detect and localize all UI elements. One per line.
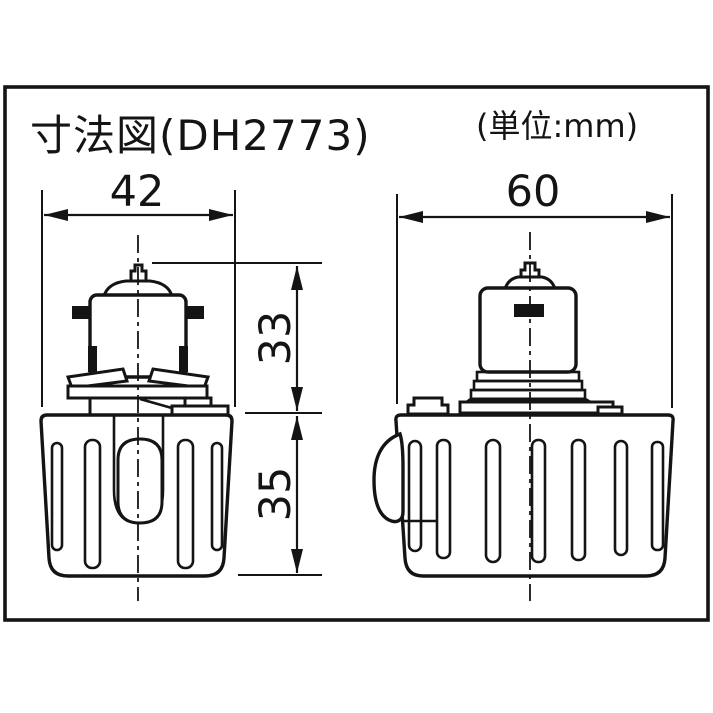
left-view-slot-1 xyxy=(50,441,64,552)
dim-42-arrow-left xyxy=(44,209,68,221)
left-view-lower-mark-right xyxy=(179,346,188,372)
dim-42-value: 42 xyxy=(110,167,165,217)
left-view-capsule-window xyxy=(116,437,164,525)
left-view xyxy=(39,235,234,601)
left-view-wing-left xyxy=(65,367,130,390)
left-view-slot-4 xyxy=(210,441,224,552)
right-view-hook xyxy=(372,431,405,524)
dim-33-arrow-top xyxy=(291,266,303,290)
right-view-dome xyxy=(502,275,558,291)
right-view-base-tab-right xyxy=(596,405,624,416)
right-view-base-tab-left xyxy=(406,396,450,416)
right-view-slot-2 xyxy=(435,438,452,560)
right-view-slot-4 xyxy=(530,438,547,564)
dimension-33: 33 xyxy=(152,262,322,414)
dimension-42: 42 xyxy=(41,167,236,407)
right-view-base-plate xyxy=(458,400,615,415)
dim-60-arrow-left xyxy=(399,211,423,223)
left-view-slot-2 xyxy=(83,438,102,570)
dim-33-value: 33 xyxy=(251,311,301,366)
left-view-side-tab-right xyxy=(185,306,204,319)
right-view-shade xyxy=(394,413,675,578)
right-view-slot-5 xyxy=(570,438,587,562)
left-view-side-tab-left xyxy=(72,306,91,319)
dimension-60: 60 xyxy=(396,167,673,408)
right-view xyxy=(372,232,675,601)
dim-33-arrow-bottom xyxy=(291,387,303,411)
left-view-lower-mark-left xyxy=(88,346,97,372)
unit-label: (単位:mm) xyxy=(476,107,638,145)
right-view-body xyxy=(478,286,578,374)
dim-60-value: 60 xyxy=(506,167,561,217)
dim-60-arrow-right xyxy=(646,211,670,223)
right-view-slot-3 xyxy=(484,438,502,564)
dim-42-arrow-right xyxy=(209,209,233,221)
left-view-wing-right xyxy=(146,367,211,390)
left-view-slot-3 xyxy=(176,438,195,570)
left-view-dome xyxy=(101,279,175,298)
dimension-35: 35 xyxy=(238,416,322,576)
right-view-slot-6 xyxy=(613,439,629,557)
right-view-slot-1 xyxy=(407,439,423,553)
drawing-title: 寸法図(DH2773) xyxy=(30,111,371,160)
dim-35-arrow-top xyxy=(291,416,303,440)
right-view-slot-7 xyxy=(650,440,665,552)
right-view-slot-mark xyxy=(514,304,544,317)
dim-35-arrow-bottom xyxy=(291,549,303,573)
dim-35-value: 35 xyxy=(251,467,301,522)
